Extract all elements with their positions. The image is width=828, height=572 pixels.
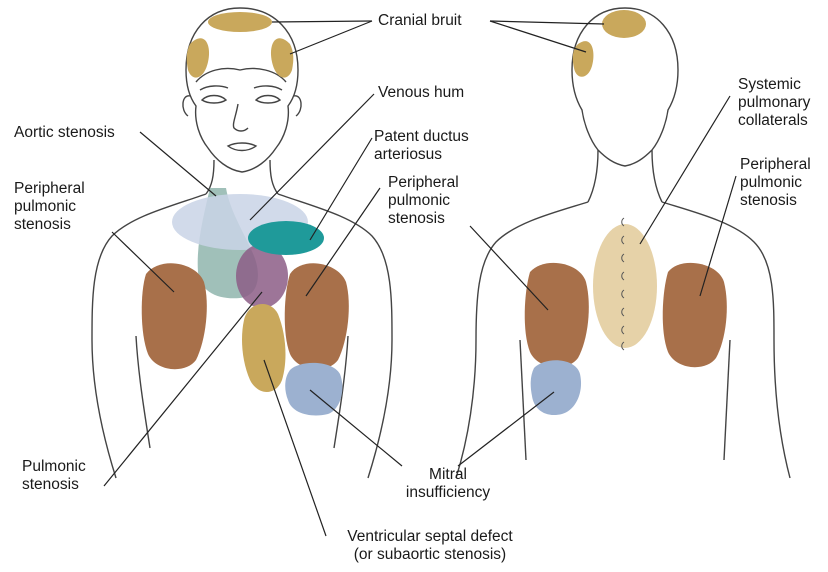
front-nose bbox=[233, 104, 248, 131]
leader-aortic bbox=[140, 132, 216, 196]
label-peripheral-pulmonic-left: Peripheral pulmonic stenosis bbox=[14, 180, 85, 234]
leader-cranial-back-left bbox=[490, 21, 586, 52]
leader-peripheral-front-left bbox=[112, 232, 174, 292]
leader-cranial-back-top bbox=[490, 21, 604, 24]
label-patent-ductus: Patent ductus arteriosus bbox=[374, 128, 469, 164]
leader-ductus bbox=[310, 138, 372, 240]
cranial-zone-front-left bbox=[187, 38, 209, 77]
front-right-brow bbox=[254, 86, 282, 90]
front-right-eye bbox=[256, 96, 280, 104]
leader-cranial-front bbox=[272, 21, 372, 22]
peripheral-zone-front-right bbox=[285, 263, 349, 369]
label-venous-hum: Venous hum bbox=[378, 84, 464, 102]
vsd-zone bbox=[242, 304, 285, 392]
label-peripheral-pulmonic-right: Peripheral pulmonic stenosis bbox=[740, 156, 811, 210]
peripheral-zone-back-left bbox=[525, 263, 589, 367]
peripheral-zone-back-right bbox=[663, 263, 727, 367]
back-neck-left bbox=[588, 150, 598, 202]
cranial-zone-front-right bbox=[271, 38, 293, 77]
front-hairline bbox=[196, 69, 286, 83]
peripheral-zone-front-left bbox=[142, 263, 207, 369]
cranial-zone-back-left bbox=[573, 41, 594, 77]
front-left-eye bbox=[202, 96, 226, 104]
label-pulmonic-stenosis: Pulmonic stenosis bbox=[22, 458, 86, 494]
ductus-zone bbox=[248, 221, 324, 255]
mitral-zone-back bbox=[531, 360, 581, 415]
leader-cranial-front-right bbox=[290, 21, 372, 54]
front-zones bbox=[142, 12, 349, 415]
back-right-arm-inner bbox=[724, 340, 730, 460]
label-peripheral-pulmonic-center: Peripheral pulmonic stenosis bbox=[388, 174, 459, 228]
front-left-brow bbox=[200, 86, 228, 90]
back-neck-right bbox=[652, 150, 662, 202]
front-neck-right bbox=[270, 160, 278, 194]
collateral-zone bbox=[593, 224, 657, 348]
front-mouth bbox=[228, 143, 256, 151]
back-left-arm-inner bbox=[520, 340, 526, 460]
leader-mitral-front bbox=[310, 390, 402, 466]
cranial-zone-front-top bbox=[208, 12, 272, 32]
front-left-ear bbox=[183, 96, 190, 116]
cranial-zone-back-top bbox=[602, 10, 646, 38]
label-systemic-collaterals: Systemic pulmonary collaterals bbox=[738, 76, 810, 130]
mitral-zone-front bbox=[285, 363, 342, 416]
label-mitral-insufficiency: Mitral insufficiency bbox=[392, 466, 504, 502]
label-vsd: Ventricular septal defect (or subaortic … bbox=[316, 528, 544, 564]
label-aortic-stenosis: Aortic stenosis bbox=[14, 124, 115, 142]
front-right-ear bbox=[294, 96, 301, 116]
label-cranial-bruit: Cranial bruit bbox=[378, 12, 462, 30]
